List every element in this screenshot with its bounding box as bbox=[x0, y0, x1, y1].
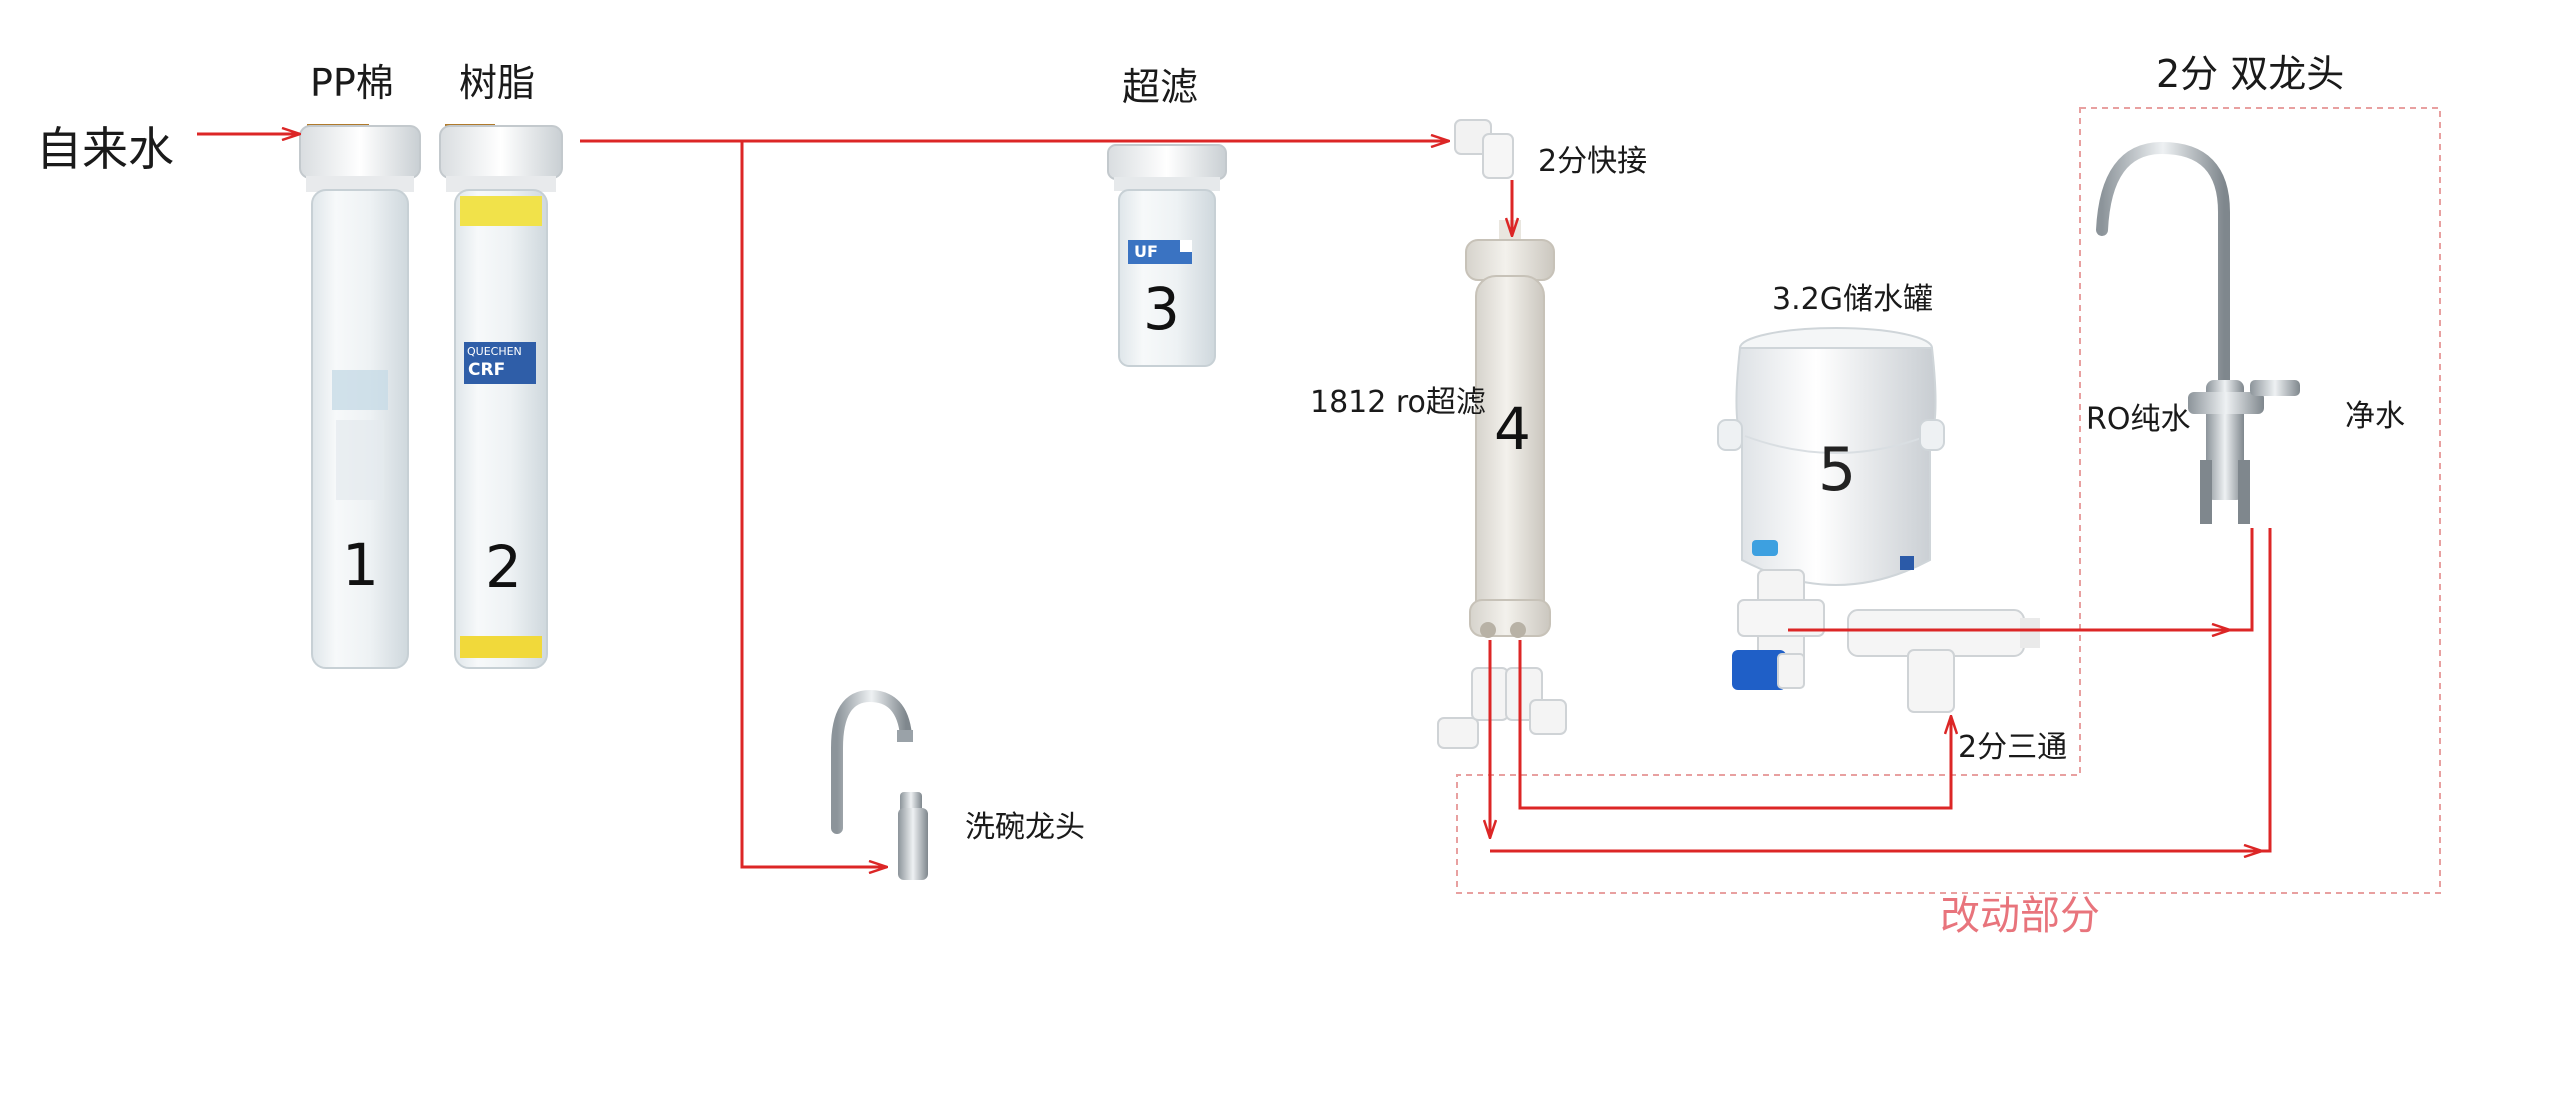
pipe-network bbox=[197, 134, 2272, 867]
storage-tank-label: 3.2G储水罐 bbox=[1772, 282, 1933, 317]
tee-label: 2分三通 bbox=[1958, 730, 2068, 765]
ro-membrane-label: 1812 ro超滤 bbox=[1310, 385, 1486, 420]
dual-faucet bbox=[2096, 141, 2300, 524]
dish-faucet bbox=[831, 689, 928, 880]
stage-number-1: 1 bbox=[342, 531, 379, 599]
modified-section-box bbox=[1456, 107, 2441, 894]
dish-faucet-label: 洗碗龙头 bbox=[965, 810, 1085, 845]
pipe-to-dish-faucet bbox=[740, 141, 887, 867]
pp-cotton-label: PP棉 bbox=[310, 61, 394, 105]
ultrafiltration-filter bbox=[1107, 144, 1227, 367]
tap-water-label: 自来水 bbox=[36, 122, 174, 176]
stage-number-5: 5 bbox=[1818, 435, 1857, 505]
tee-fitting bbox=[1847, 609, 2040, 713]
quick-connect-elbow bbox=[1454, 119, 1514, 179]
pipe-ro-to-tee bbox=[1518, 640, 1951, 810]
resin-model-text: CRF bbox=[468, 360, 506, 380]
ro-membrane-housing bbox=[1437, 220, 1567, 749]
storage-tank bbox=[1717, 327, 1945, 690]
pipe-tank-to-faucet bbox=[1788, 528, 2254, 632]
stage-number-3: 3 bbox=[1143, 275, 1180, 343]
dual-faucet-label: 2分 双龙头 bbox=[2156, 52, 2345, 96]
ro-pure-water-label: RO纯水 bbox=[2086, 402, 2191, 437]
resin-brand-text: QUECHEN bbox=[467, 345, 522, 358]
resin-filter bbox=[439, 124, 563, 669]
modified-section-label: 改动部分 bbox=[1940, 893, 2100, 939]
pp-cotton-filter bbox=[299, 124, 421, 669]
stage-number-4: 4 bbox=[1494, 395, 1531, 463]
resin-label: 树脂 bbox=[459, 61, 536, 105]
uf-model-text: UF bbox=[1134, 242, 1158, 261]
clean-water-label: 净水 bbox=[2345, 399, 2405, 434]
pipe-to-clean-water bbox=[1490, 528, 2272, 853]
stage-number-2: 2 bbox=[485, 533, 522, 601]
quick-connect-label: 2分快接 bbox=[1538, 144, 1648, 179]
ultrafiltration-label: 超滤 bbox=[1122, 65, 1199, 109]
